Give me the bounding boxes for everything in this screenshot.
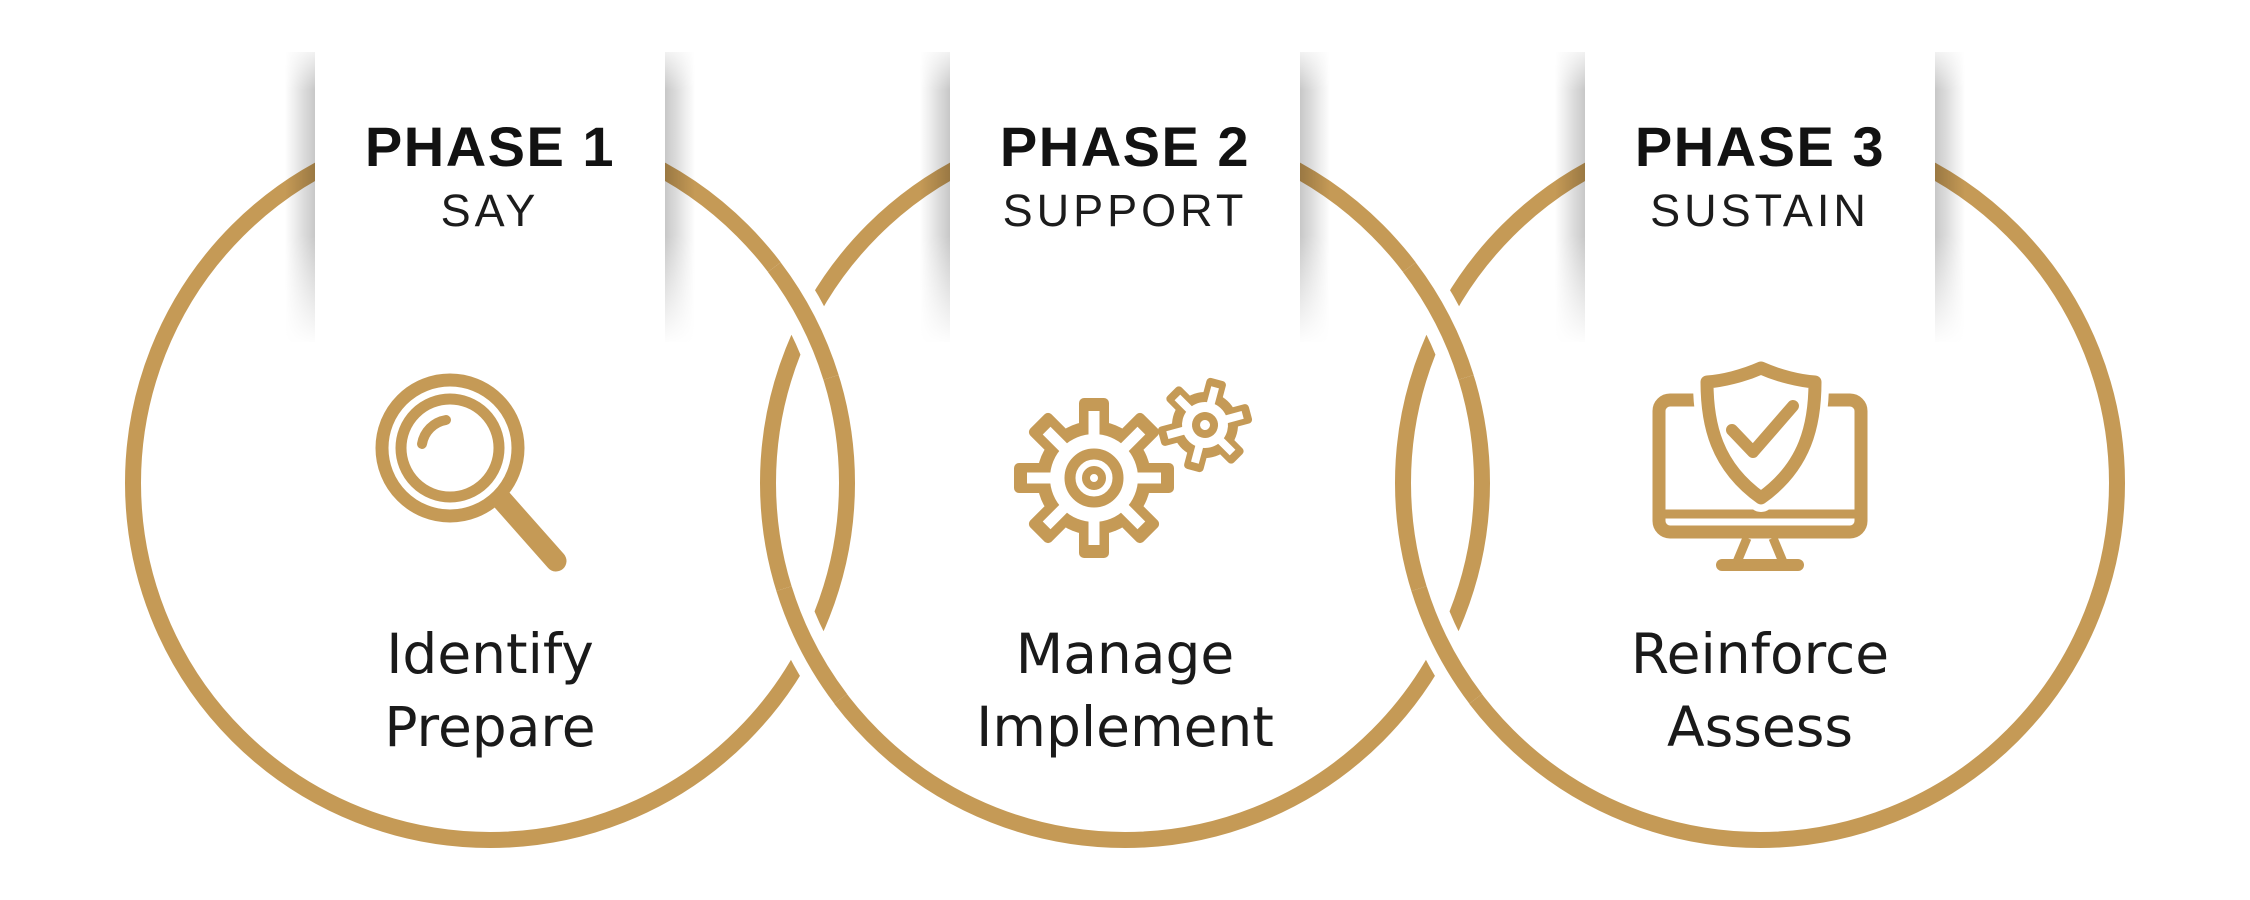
phase-2-action-line1: Manage (1015, 622, 1235, 686)
phase-1-header: PHASE 1 SAY (365, 117, 615, 239)
phase-3-action-line2: Assess (1666, 695, 1854, 759)
phase-3-header: PHASE 3 SUSTAIN (1635, 117, 1885, 239)
phase-3-actions: Reinforce Assess (1631, 618, 1889, 764)
phase-1-banner (283, 40, 697, 345)
phase-2-banner (918, 40, 1332, 345)
phase-1-action-line1: Identify (386, 622, 594, 686)
phase-3-title: PHASE 3 (1634, 115, 1886, 178)
phase-3-action-line1: Reinforce (1630, 622, 1890, 686)
phase-2-action-line2: Implement (976, 695, 1274, 759)
phase-2-keyword: SUPPORT (1002, 185, 1248, 236)
phase-3-keyword: SUSTAIN (1650, 185, 1870, 236)
phase-2-actions: Manage Implement (976, 618, 1274, 764)
ring-weave-overlays (757, 254, 1493, 712)
phase-2-header: PHASE 2 SUPPORT (1000, 117, 1250, 239)
phase-1-keyword: SAY (440, 185, 540, 236)
phase-1-title: PHASE 1 (364, 115, 616, 178)
phase-3-banner (1553, 40, 1967, 345)
phase-1-action-line2: Prepare (384, 695, 596, 759)
phase-1-actions: Identify Prepare (384, 618, 595, 764)
phase-2-title: PHASE 2 (999, 115, 1251, 178)
